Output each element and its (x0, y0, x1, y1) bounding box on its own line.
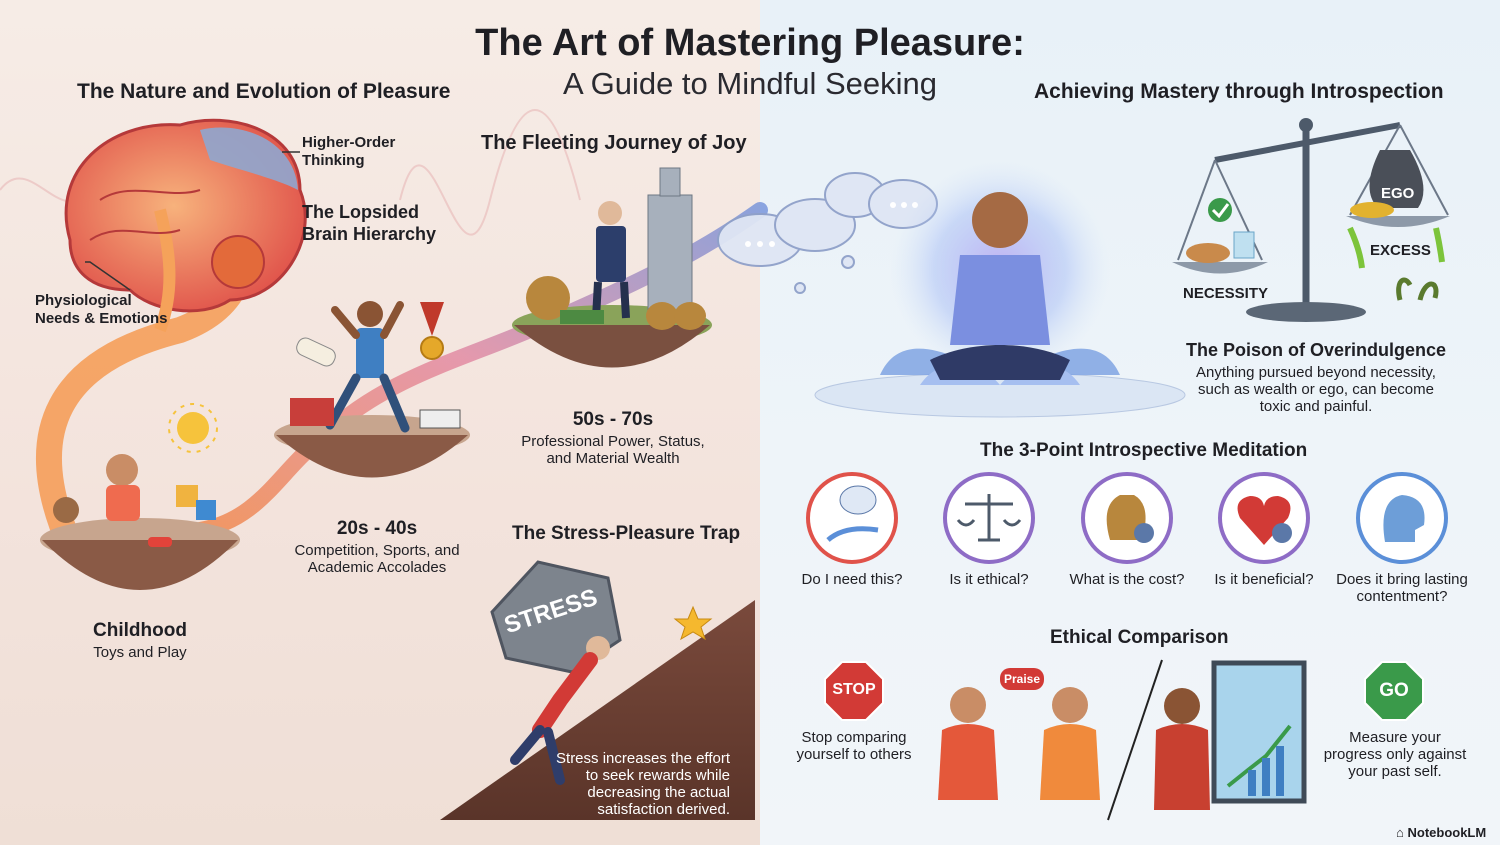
right-section-heading: Achieving Mastery through Introspection (1034, 80, 1444, 103)
stage-childhood-desc: Toys and Play (93, 644, 187, 661)
stress-heading: The Stress-Pleasure Trap (512, 523, 741, 544)
question-5-label: Does it bring lasting contentment? (1336, 571, 1468, 605)
excess-label: EXCESS (1370, 242, 1431, 259)
star-icon (673, 605, 713, 641)
question-1-label: Do I need this? (801, 571, 903, 588)
page-title: The Art of Mastering Pleasure: (475, 22, 1025, 64)
lopsided-brain-label: The Lopsided Brain Hierarchy (302, 202, 437, 244)
question-4-label: Is it beneficial? (1214, 571, 1314, 588)
comparison-figures (938, 659, 1307, 821)
wealth-island (512, 167, 712, 368)
poison-description: Anything pursued beyond necessity, such … (1196, 364, 1436, 415)
go-sign-icon (1364, 661, 1424, 721)
stage-50s-title: 50s - 70s (572, 409, 654, 430)
ego-label: EGO (1381, 185, 1415, 202)
meditation-heading: The 3-Point Introspective Meditation (980, 440, 1308, 461)
balance-scale-icon (1172, 118, 1450, 322)
stress-hill (440, 560, 755, 820)
stage-50s-desc: Professional Power, Status, and Material… (521, 433, 705, 467)
stress-description: Stress increases the effort to seek rewa… (556, 750, 730, 818)
ethical-heading: Ethical Comparison (1050, 627, 1229, 648)
medal-icon (420, 302, 444, 360)
higher-order-label: Higher-Order Thinking (302, 134, 396, 169)
question-3-label: What is the cost? (1069, 571, 1185, 588)
question-ring-5 (1356, 472, 1448, 564)
childhood-island (40, 454, 240, 590)
go-sign-label: GO (1379, 680, 1409, 701)
brain-icon (64, 118, 307, 333)
necessity-label: NECESSITY (1183, 285, 1269, 302)
praise-bubble-label: Praise (1003, 672, 1041, 686)
stop-sign-icon (824, 661, 884, 721)
sun-icon (168, 403, 218, 453)
left-section-heading: The Nature and Evolution of Pleasure (77, 80, 451, 103)
stage-childhood-title: Childhood (93, 620, 187, 641)
stage-20s-title: 20s - 40s (336, 518, 418, 539)
stop-sign-label: STOP (832, 681, 876, 698)
measure-progress-text: Measure your progress only against your … (1323, 729, 1467, 780)
question-2-label: Is it ethical? (949, 571, 1029, 588)
stop-comparing-text: Stop comparing yourself to others (796, 729, 912, 763)
journey-heading: The Fleeting Journey of Joy (481, 132, 747, 154)
meditation-figure (814, 160, 1186, 418)
page-subtitle: A Guide to Mindful Seeking (563, 66, 937, 101)
brand-footer: ⌂ NotebookLM (1396, 825, 1486, 840)
brand-name: NotebookLM (1407, 825, 1487, 840)
sports-island (274, 301, 470, 478)
poison-heading: The Poison of Overindulgence (1185, 340, 1447, 360)
question-ring-2 (943, 472, 1035, 564)
question-ring-4 (1218, 472, 1310, 564)
stage-20s-desc: Competition, Sports, and Academic Accola… (294, 542, 460, 576)
brand-icon: ⌂ (1396, 825, 1404, 840)
question-ring-3 (1081, 472, 1173, 564)
question-ring-1 (806, 472, 898, 564)
physiological-label: Physiological Needs & Emotions (35, 292, 168, 327)
